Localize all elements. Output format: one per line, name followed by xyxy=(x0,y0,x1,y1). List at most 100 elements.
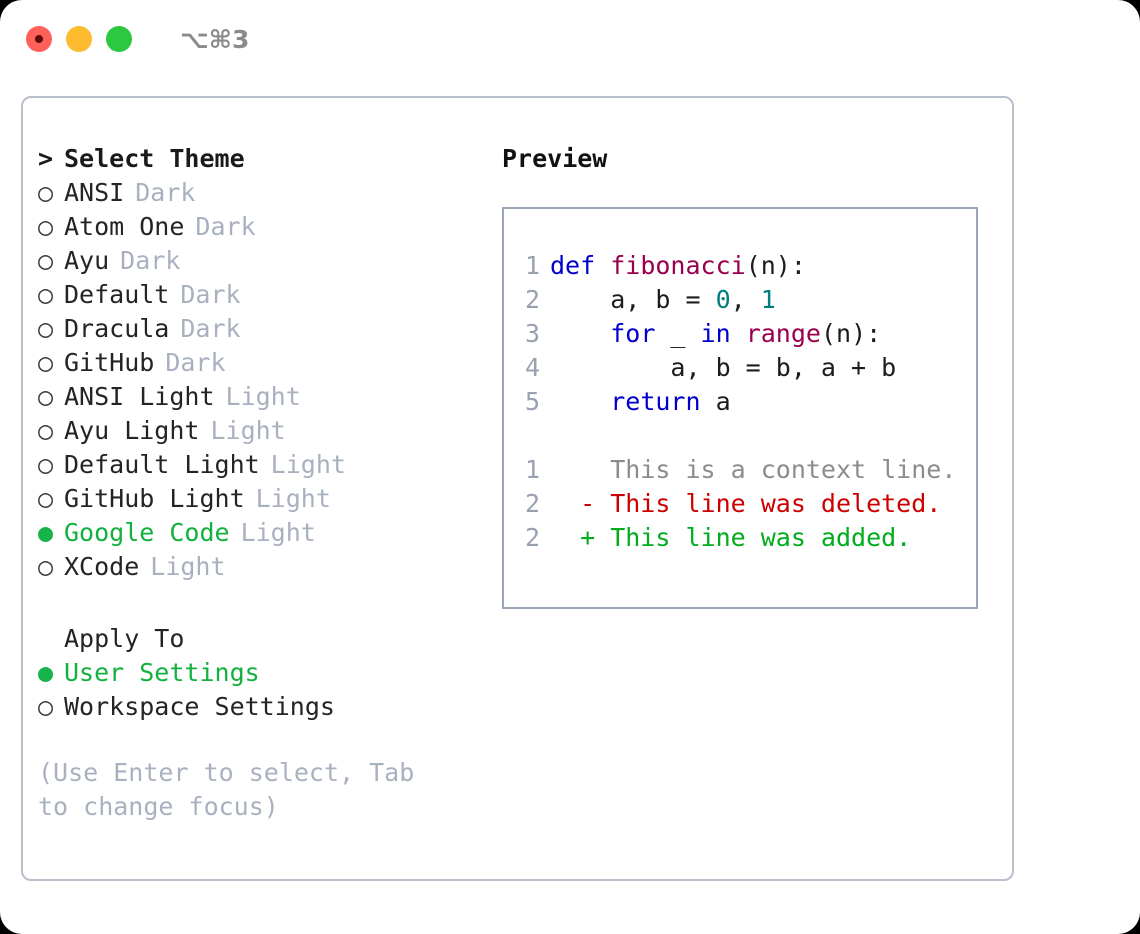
keyboard-shortcut-label: ⌥⌘3 xyxy=(180,24,250,54)
code-token-kw: for xyxy=(610,319,656,348)
code-token-plain xyxy=(550,319,610,348)
line-number: 2 xyxy=(524,285,540,314)
theme-option-label: GitHub Light xyxy=(64,484,245,513)
theme-variant-tag: Dark xyxy=(120,246,181,275)
spacer-marker: ○ xyxy=(38,624,64,653)
radio-unselected-icon: ○ xyxy=(38,382,54,411)
theme-variant-tag: Dark xyxy=(165,348,226,377)
diff-line-ctx: 1 This is a context line. xyxy=(504,455,976,489)
theme-option-label: Google Code xyxy=(64,518,230,547)
code-token-num: 1 xyxy=(760,285,776,314)
radio-unselected-icon: ○ xyxy=(38,484,54,513)
prompt-caret-icon: > xyxy=(38,144,54,173)
line-number: 1 xyxy=(524,251,540,280)
diff-line-del: 2 - This line was deleted. xyxy=(504,489,976,523)
theme-variant-tag: Light xyxy=(270,450,346,479)
line-number: 1 xyxy=(524,455,540,484)
radio-unselected-icon: ○ xyxy=(38,552,54,581)
close-window-icon[interactable] xyxy=(26,26,52,52)
code-line-text: for _ in range(n): xyxy=(550,319,881,348)
radio-unselected-icon: ○ xyxy=(38,692,54,721)
diff-spacer xyxy=(504,421,976,455)
code-token-plain: a, b = xyxy=(550,285,716,314)
theme-option-label: Default xyxy=(64,280,170,309)
diff-sample: 1 This is a context line.2 - This line w… xyxy=(504,455,976,557)
code-token-num: 0 xyxy=(715,285,731,314)
theme-option-label: Dracula xyxy=(64,314,170,343)
line-number: 2 xyxy=(524,523,540,552)
theme-variant-tag: Dark xyxy=(180,280,241,309)
code-token-plain: a, b = b, a + b xyxy=(550,353,897,382)
apply-to-option-user-settings[interactable]: ● User Settings xyxy=(38,658,498,692)
code-line-text: a, b = 0, 1 xyxy=(550,285,776,314)
diff-line-text: This is a context line. xyxy=(550,455,957,484)
theme-variant-tag: Light xyxy=(240,518,316,547)
code-token-punct: (n): xyxy=(745,251,806,280)
radio-selected-icon: ● xyxy=(38,518,54,547)
theme-option-label: Atom One xyxy=(64,212,185,241)
theme-option-label: Default Light xyxy=(64,450,260,479)
minimize-window-icon[interactable] xyxy=(66,26,92,52)
diff-line-text: + This line was added. xyxy=(550,523,912,552)
keyboard-hint-text: (Use Enter to select, Tab to change focu… xyxy=(38,758,415,821)
theme-option-label: GitHub xyxy=(64,348,155,377)
radio-unselected-icon: ○ xyxy=(38,178,54,207)
theme-option-default-light[interactable]: ○ Default Light Light xyxy=(38,450,498,484)
theme-option-label: Ayu xyxy=(64,246,110,275)
code-line-text: a, b = b, a + b xyxy=(550,353,896,382)
code-line-text: return a xyxy=(550,387,731,416)
radio-unselected-icon: ○ xyxy=(38,450,54,479)
code-token-plain: _ xyxy=(655,319,701,348)
code-line: 2 a, b = 0, 1 xyxy=(504,285,976,319)
theme-variant-tag: Light xyxy=(150,552,226,581)
theme-variant-tag: Light xyxy=(210,416,286,445)
theme-variant-tag: Dark xyxy=(135,178,196,207)
line-number: 2 xyxy=(524,489,540,518)
code-line-text: def fibonacci(n): xyxy=(550,251,806,280)
radio-unselected-icon: ○ xyxy=(38,416,54,445)
diff-line-text: - This line was deleted. xyxy=(550,489,942,518)
apply-to-option-label: Workspace Settings xyxy=(64,692,335,721)
radio-unselected-icon: ○ xyxy=(38,212,54,241)
radio-selected-icon: ● xyxy=(38,658,54,687)
theme-option-ansi[interactable]: ○ ANSI Dark xyxy=(38,178,498,212)
apply-to-option-list: ● User Settings ○ Workspace Settings xyxy=(38,658,498,726)
line-number: 5 xyxy=(524,387,540,416)
theme-variant-tag: Light xyxy=(255,484,331,513)
code-token-kw: return xyxy=(610,387,701,416)
theme-option-label: ANSI Light xyxy=(64,382,215,411)
theme-option-github[interactable]: ○ GitHub Dark xyxy=(38,348,498,382)
line-number: 3 xyxy=(524,319,540,348)
apply-to-option-workspace-settings[interactable]: ○ Workspace Settings xyxy=(38,692,498,726)
theme-option-label: ANSI xyxy=(64,178,125,207)
code-line: 4 a, b = b, a + b xyxy=(504,353,976,387)
apply-to-option-label: User Settings xyxy=(64,658,260,687)
page-title: Select Theme xyxy=(64,144,245,173)
maximize-window-icon[interactable] xyxy=(106,26,132,52)
theme-option-google-code[interactable]: ● Google Code Light xyxy=(38,518,498,552)
code-token-kw: in xyxy=(700,319,731,348)
theme-picker-heading: > Select Theme xyxy=(38,144,498,178)
theme-option-ansi-light[interactable]: ○ ANSI Light Light xyxy=(38,382,498,416)
apply-to-heading: ○ Apply To xyxy=(38,624,498,658)
title-bar: ⌥⌘3 xyxy=(0,0,1140,78)
apply-to-label: Apply To xyxy=(64,624,185,653)
section-spacer xyxy=(38,586,498,624)
code-token-plain: a xyxy=(700,387,731,416)
theme-option-github-light[interactable]: ○ GitHub Light Light xyxy=(38,484,498,518)
line-number: 4 xyxy=(524,353,540,382)
code-line: 1 def fibonacci(n): xyxy=(504,251,976,285)
theme-variant-tag: Light xyxy=(225,382,301,411)
radio-unselected-icon: ○ xyxy=(38,348,54,377)
